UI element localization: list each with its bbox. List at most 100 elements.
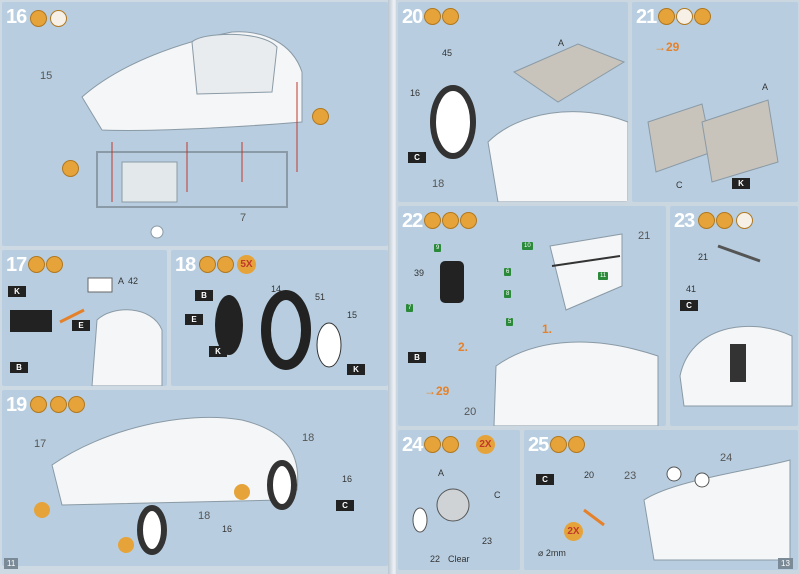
grille-decal-drawing [440, 233, 659, 426]
step-16-panel: 16 15 7 [2, 2, 388, 246]
part-ref: Clear [448, 554, 470, 564]
color-tag-k: K [347, 364, 365, 375]
clock-icon [50, 10, 67, 27]
front-wheel-drawing [430, 43, 628, 202]
part-ref: 22 [430, 554, 441, 564]
battery-drawing [10, 277, 163, 386]
paint-icon [50, 396, 67, 413]
page-number: 11 [4, 558, 19, 569]
paint-icon [442, 212, 459, 229]
part-ref: 16 [342, 474, 353, 484]
color-tag-c: C [408, 152, 426, 163]
step-20-panel: 20 45 16 A C 18 [398, 2, 628, 202]
part-ref: 51 [315, 292, 326, 302]
glue-icon [698, 212, 715, 229]
right-page: 20 45 16 A C 18 21 →29 C A K 22 [396, 0, 800, 574]
glue-icon [658, 8, 675, 25]
glue-icon [199, 256, 216, 273]
part-ref: A [118, 276, 125, 286]
step-number: 24 [402, 434, 423, 456]
paint-icon [716, 212, 733, 229]
step-25-panel: 25 C 20 2X ⌀ 2mm 23 24 [524, 430, 798, 570]
paint-icon [568, 436, 585, 453]
part-ref: C [676, 180, 683, 190]
step-24-panel: 24 2X A C 23 22 Clear [398, 430, 520, 570]
assembly-order-note: 2. [458, 340, 469, 354]
color-tag-b: B [10, 362, 28, 373]
paint-icon [442, 8, 459, 25]
step-number: 25 [528, 434, 549, 456]
paint-icon [68, 396, 85, 413]
paint-icon [442, 436, 459, 453]
step-number: 20 [402, 6, 423, 28]
decal-label: 8 [504, 290, 512, 298]
part-ref: 23 [482, 536, 493, 546]
glue-icon [424, 212, 441, 229]
part-ref: A [558, 38, 565, 48]
part-ref: 41 [686, 284, 697, 294]
paint-icon [217, 256, 234, 273]
glue-icon [424, 436, 441, 453]
left-page: 16 15 7 17 E B K A [0, 0, 392, 574]
part-label: 24 [720, 452, 733, 464]
step-23-panel: 23 21 41 C [670, 206, 798, 426]
paint-icon [676, 8, 693, 25]
refer-step-number: 29 [666, 40, 680, 54]
step-number: 19 [6, 394, 27, 416]
clock-icon [736, 212, 753, 229]
decal-icon [460, 212, 477, 229]
glue-icon [30, 396, 47, 413]
headlamp-mount-drawing [583, 459, 791, 561]
color-tag-k: K [209, 346, 227, 357]
part-label: 18 [432, 178, 445, 190]
step-17-panel: 17 E B K A 42 [2, 250, 167, 386]
color-tag-b: B [408, 352, 426, 363]
decal-label: 10 [522, 242, 533, 250]
color-tag-k: K [8, 286, 26, 297]
decal-label: 6 [504, 268, 512, 276]
paint-icon [46, 256, 63, 273]
part-label: 21 [638, 230, 651, 242]
step-21-panel: 21 →29 C A K [632, 2, 798, 202]
refer-step-number: 29 [436, 384, 450, 398]
step-number: 22 [402, 210, 423, 232]
decal-label: 7 [406, 304, 414, 312]
step-19-panel: 19 17 18 18 16 16 C [2, 390, 388, 566]
step-number: 21 [636, 6, 657, 28]
bumper-drawing [679, 244, 793, 407]
color-tag-c: C [536, 474, 554, 485]
body-chassis-drawing [81, 31, 303, 239]
page-number: 13 [778, 558, 793, 569]
multiplier-badge: 5X [237, 255, 256, 274]
color-tag-c: C [680, 300, 698, 311]
part-label: 17 [34, 438, 47, 450]
paint-icon [694, 8, 711, 25]
part-ref: 21 [698, 252, 709, 262]
glue-icon [62, 160, 79, 177]
part-ref: 16 [410, 88, 421, 98]
car-wheel-assembly-drawing [34, 416, 299, 555]
part-label: 18 [302, 432, 315, 444]
color-tag-b: B [195, 290, 213, 301]
refer-step-arrow: →29 [424, 384, 450, 398]
part-ref: 39 [414, 268, 425, 278]
color-tag-e: E [185, 314, 203, 325]
part-ref: 14 [271, 284, 282, 294]
multiplier-badge: 2X [564, 522, 583, 541]
step-number: 18 [175, 254, 196, 276]
color-tag-k: K [732, 178, 750, 189]
part-ref: 42 [128, 276, 139, 286]
color-tag-e: E [72, 320, 90, 331]
decal-label: 11 [598, 272, 609, 280]
glue-icon [550, 436, 567, 453]
headlamp-drawing [412, 488, 470, 533]
part-ref: A [762, 82, 769, 92]
decal-label: 5 [506, 318, 514, 326]
part-label: 20 [464, 406, 477, 418]
part-label: 7 [240, 212, 247, 224]
step-number: 16 [6, 6, 27, 28]
color-tag-c: C [336, 500, 354, 511]
refer-step-arrow: →29 [654, 40, 680, 54]
step-number: 23 [674, 210, 695, 232]
wheel-drawing [215, 290, 342, 370]
